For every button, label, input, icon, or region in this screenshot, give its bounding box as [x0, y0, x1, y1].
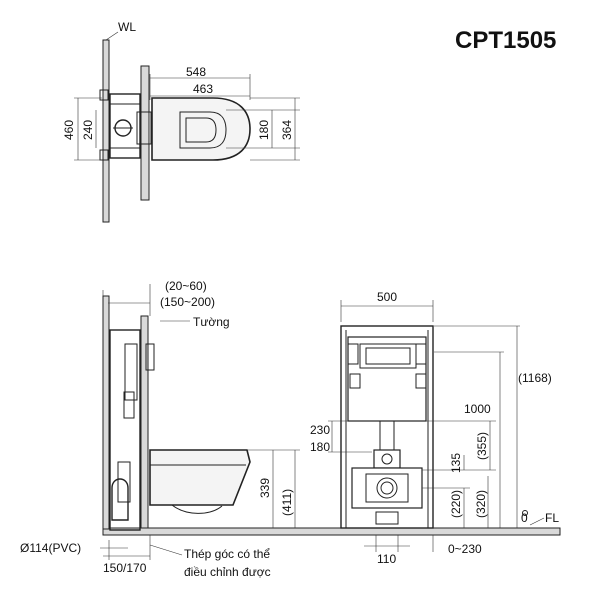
top-frame-plate: [140, 65, 150, 201]
dim-180-top: 180: [257, 120, 271, 140]
front-frame: [340, 325, 434, 529]
side-bowl: [149, 449, 251, 506]
side-view: (20~60) (150~200) Tường 339 (411) Ø114(P…: [20, 279, 561, 579]
dim-0-fl: 0: [521, 511, 528, 525]
dim-135: 135: [449, 453, 463, 473]
bracket-label-line2: điều chỉnh được: [184, 565, 271, 579]
front-cistern: [347, 336, 427, 422]
dim-364: 364: [280, 120, 294, 140]
dim-355: (355): [475, 432, 489, 460]
model-title: CPT1505: [455, 27, 556, 54]
dim-220: (220): [449, 490, 463, 518]
dim-20-60: (20~60): [165, 279, 207, 293]
top-frame-bracket: [109, 93, 141, 159]
side-frame: [109, 329, 141, 531]
top-view: WL 548 463 460 240: [62, 20, 300, 223]
floor: [102, 527, 561, 536]
dim-411: (411): [280, 489, 294, 516]
dim-230: 230: [310, 423, 330, 437]
top-bowl: [151, 97, 251, 161]
dim-460: 460: [62, 120, 76, 140]
dim-150-200: (150~200): [160, 295, 215, 309]
bracket-label-line1: Thép góc có thể: [184, 547, 270, 561]
front-view: 500 (1168) 1000 (355) 135 (220) (320) 0 …: [310, 290, 559, 566]
dim-500: 500: [377, 290, 397, 304]
dim-180-front: 180: [310, 440, 330, 454]
dim-548: 548: [186, 65, 206, 79]
dim-110: 110: [377, 552, 396, 566]
dim-463: 463: [193, 82, 213, 96]
dim-0-230: 0~230: [448, 542, 482, 556]
dim-320: (320): [474, 490, 488, 518]
dim-150-170: 150/170: [103, 561, 147, 575]
dim-1000: 1000: [464, 402, 491, 416]
wall-label: Tường: [193, 315, 230, 329]
side-frame-plate: [140, 315, 149, 529]
dim-339: 339: [258, 478, 272, 498]
side-wall: [102, 295, 110, 530]
dim-240: 240: [81, 120, 95, 140]
fl-label: FL: [545, 511, 559, 525]
top-wall: [102, 39, 110, 223]
wl-label: WL: [118, 20, 136, 34]
side-pipe: [111, 478, 129, 521]
dim-1168: (1168): [518, 371, 552, 385]
pipe-label: Ø114(PVC): [20, 541, 81, 555]
